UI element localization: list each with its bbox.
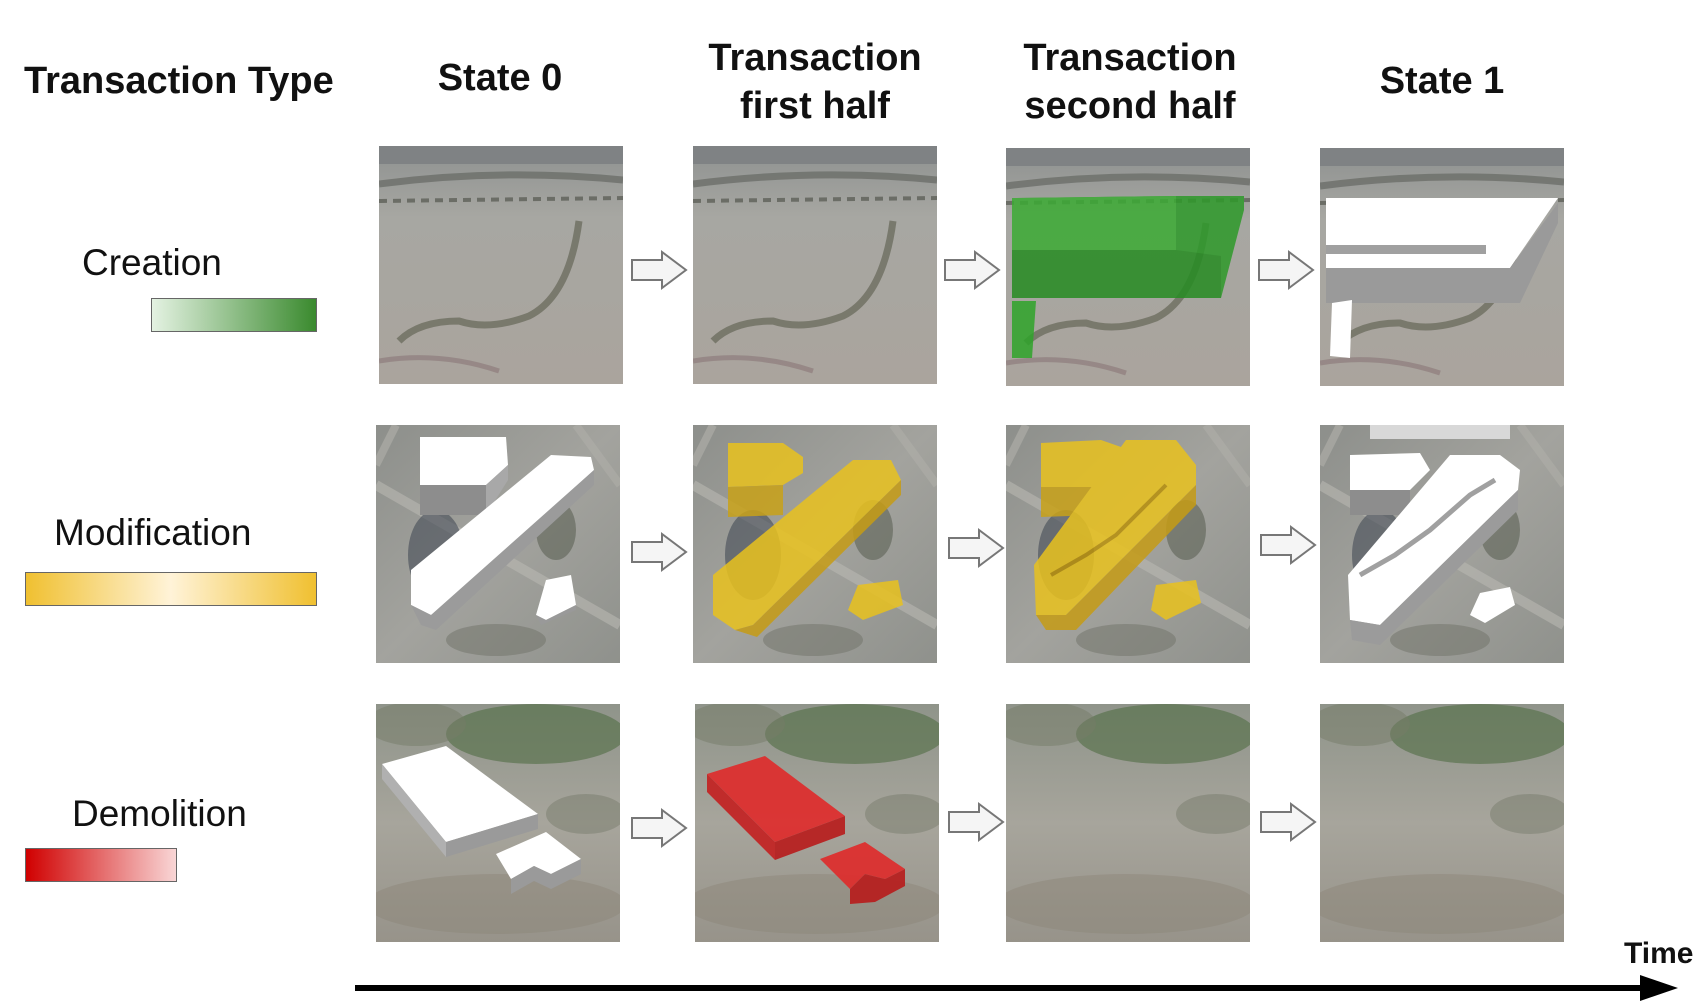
creation-color-ramp: [151, 298, 317, 332]
arrow-right-icon: [631, 532, 688, 572]
arrow-right-icon: [1260, 525, 1317, 565]
tile-creation-state1: [1320, 148, 1564, 386]
tile-creation-first-half: [693, 146, 937, 384]
arrow-right-icon: [631, 250, 688, 290]
header-transaction-first-half: Transaction first half: [680, 35, 950, 130]
header-first-half-line1: Transaction: [708, 37, 922, 79]
header-transaction-type: Transaction Type: [24, 58, 344, 106]
tile-modification-state1: [1320, 425, 1564, 663]
tile-demolition-first-half: [695, 704, 939, 942]
tile-modification-state0: [376, 425, 620, 663]
header-first-half-line2: first half: [740, 84, 890, 127]
header-transaction-type-text: Transaction Type: [24, 60, 334, 102]
arrow-right-icon: [631, 808, 688, 848]
created-building-green: [1012, 196, 1244, 358]
modification-color-ramp: [25, 572, 317, 606]
demolition-color-ramp: [25, 848, 177, 882]
arrow-right-icon: [948, 528, 1005, 568]
header-second-half-line1: Transaction: [1023, 37, 1237, 79]
tile-demolition-second-half: [1006, 704, 1250, 942]
arrow-right-icon: [948, 802, 1005, 842]
tile-creation-state0: [379, 146, 623, 384]
row-label-modification: Modification: [54, 512, 252, 553]
tile-demolition-state0: [376, 704, 620, 942]
tile-creation-second-half: [1006, 148, 1250, 386]
header-state-0-text: State 0: [437, 57, 563, 99]
row-label-demolition: Demolition: [72, 793, 247, 834]
tile-modification-first-half: [693, 425, 937, 663]
created-building-white: [1326, 198, 1558, 358]
header-second-half-line2: second half: [1024, 84, 1236, 127]
tile-demolition-state1: [1320, 704, 1564, 942]
header-transaction-second-half: Transaction second half: [995, 35, 1265, 130]
time-label: Time: [1624, 937, 1694, 970]
arrow-right-icon: [1258, 250, 1315, 290]
arrow-right-icon: [1260, 802, 1317, 842]
tile-modification-second-half: [1006, 425, 1250, 663]
row-label-creation: Creation: [82, 242, 222, 283]
header-state-1: State 1: [1320, 58, 1564, 106]
header-state-0: State 0: [378, 55, 622, 103]
header-state-1-text: State 1: [1379, 60, 1505, 102]
arrow-right-icon: [944, 250, 1001, 290]
